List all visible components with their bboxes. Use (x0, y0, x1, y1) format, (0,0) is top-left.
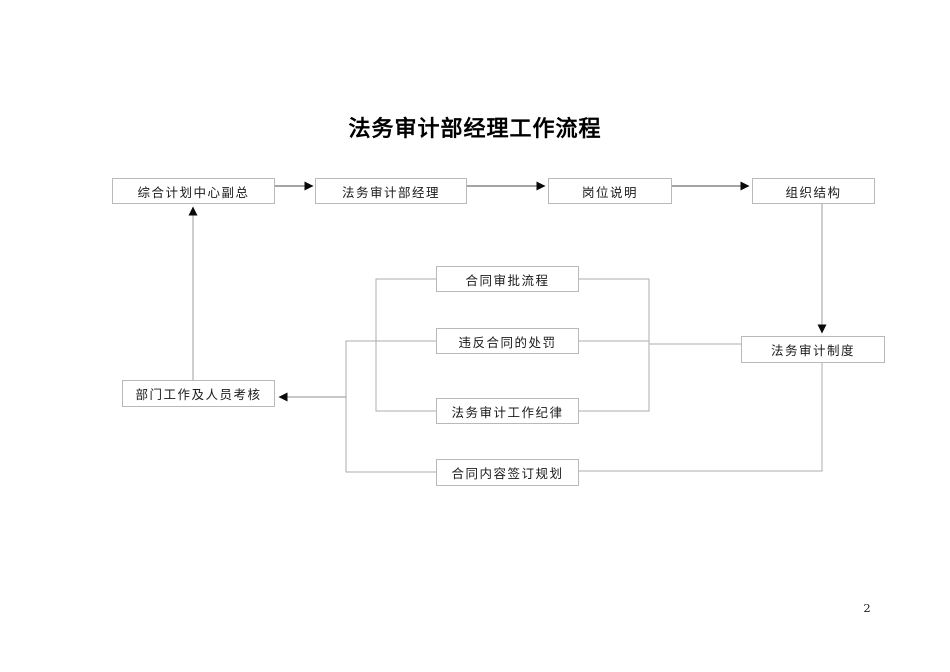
node-work-discipline: 法务审计工作纪律 (436, 398, 579, 424)
node-dept-manager: 法务审计部经理 (315, 178, 467, 204)
node-contract-planning: 合同内容签订规划 (436, 459, 579, 486)
node-staff-assessment: 部门工作及人员考核 (122, 380, 275, 407)
diagram-title: 法务审计部经理工作流程 (348, 116, 602, 141)
node-audit-system: 法务审计制度 (741, 336, 885, 363)
node-job-description: 岗位说明 (548, 178, 672, 204)
node-vice-president: 综合计划中心副总 (112, 178, 275, 204)
node-breach-penalty: 违反合同的处罚 (436, 328, 579, 354)
bracket-left-outer (345, 340, 436, 473)
bracket-right (579, 278, 650, 412)
connector-planning-to-system (579, 363, 823, 472)
bracket-left-inner (375, 278, 436, 412)
node-contract-approval: 合同审批流程 (436, 266, 579, 292)
page-number: 2 (863, 601, 871, 615)
node-org-structure: 组织结构 (752, 178, 875, 204)
